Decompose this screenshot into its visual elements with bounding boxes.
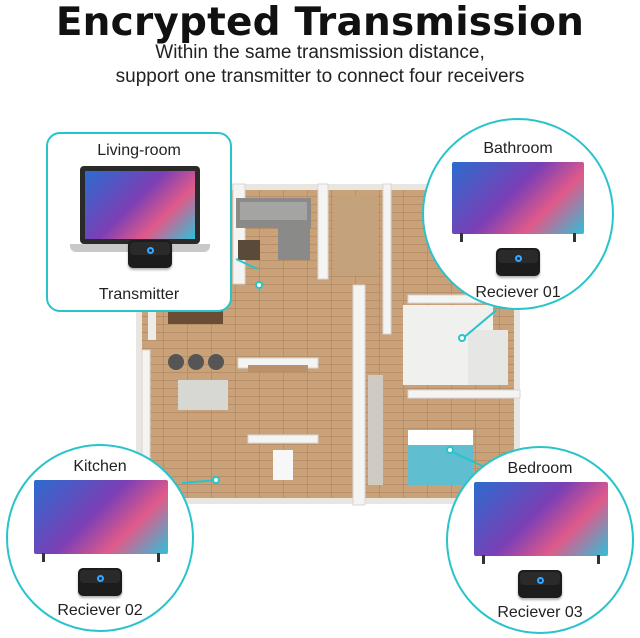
living-room-label: Living-room	[97, 142, 181, 159]
page-title: Encrypted Transmission	[55, 0, 585, 45]
receiver-02-label: Reciever 02	[57, 602, 143, 619]
bathroom-label: Bathroom	[483, 140, 553, 157]
laptop-icon	[70, 166, 210, 254]
bedroom-label: Bedroom	[507, 460, 573, 477]
tv-icon	[452, 162, 584, 242]
receiver-02-device	[78, 568, 122, 596]
living-room-marker	[255, 281, 263, 289]
subtitle-line-2: support one transmitter to connect four …	[115, 66, 525, 87]
bedroom-marker	[446, 446, 454, 454]
transmitter-device	[128, 240, 172, 268]
tv-icon	[34, 480, 168, 562]
receiver-03-label: Reciever 03	[497, 604, 583, 621]
tv-icon	[474, 482, 608, 564]
receiver-01-device	[496, 248, 540, 276]
transmitter-label: Transmitter	[98, 286, 180, 303]
living-room-callout: Living-room Transmitter	[46, 132, 232, 312]
receiver-01-label: Reciever 01	[475, 284, 561, 301]
kitchen-callout: Kitchen Reciever 02	[6, 444, 194, 632]
kitchen-label: Kitchen	[73, 458, 127, 475]
bedroom-callout: Bedroom Reciever 03	[446, 446, 634, 634]
kitchen-marker	[212, 476, 220, 484]
bathroom-callout: Bathroom Reciever 01	[422, 118, 614, 310]
bathroom-marker	[458, 334, 466, 342]
receiver-03-device	[518, 570, 562, 598]
subtitle-line-1: Within the same transmission distance,	[155, 42, 485, 63]
